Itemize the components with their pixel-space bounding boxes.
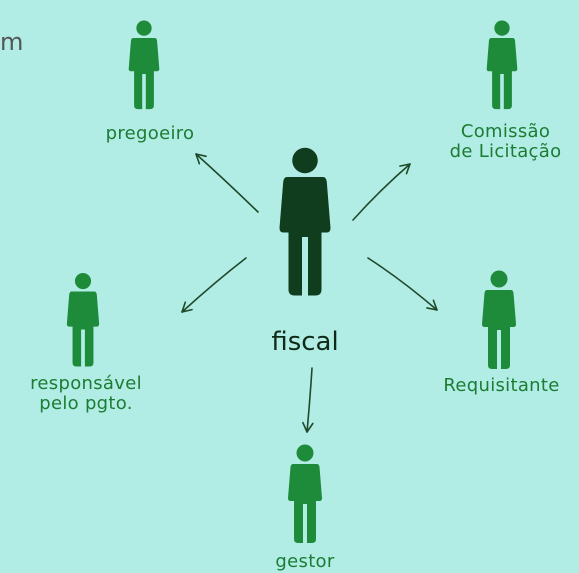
responsavel-line1: responsável	[30, 373, 142, 394]
person-icon-pregoeiro	[128, 20, 160, 110]
arrow-to-comissao	[352, 163, 411, 221]
node-label-comissao: Comissão de Licitação	[432, 121, 579, 163]
fiscal-label: fiscal	[271, 327, 339, 357]
responsavel-line2: pelo pgto.	[39, 393, 133, 415]
person-icon-responsavel	[66, 272, 100, 367]
arrow-to-requisitante	[367, 257, 438, 311]
comissao-line2: de Licitação	[449, 141, 562, 163]
person-icon-requisitante	[482, 270, 516, 369]
node-label-pregoeiro: pregoeiro	[88, 123, 212, 144]
node-label-responsavel: responsável pelo pgto.	[2, 373, 170, 415]
arrow-to-gestor	[302, 367, 314, 433]
comissao-line1: Comissão	[460, 121, 551, 142]
node-label-gestor: gestor	[255, 551, 355, 572]
person-icon-gestor	[288, 444, 322, 543]
gestor-label: gestor	[275, 551, 335, 572]
arrow-to-responsavel	[181, 257, 247, 313]
corner-text: m	[0, 28, 24, 56]
person-icon-comissao	[486, 20, 518, 110]
node-label-fiscal: fiscal	[245, 327, 365, 357]
requisitante-label: Requisitante	[443, 375, 560, 396]
pregoeiro-label: pregoeiro	[105, 123, 195, 144]
node-label-requisitante: Requisitante	[424, 375, 579, 396]
arrow-to-pregoeiro	[195, 153, 259, 213]
person-icon-fiscal	[279, 147, 331, 296]
